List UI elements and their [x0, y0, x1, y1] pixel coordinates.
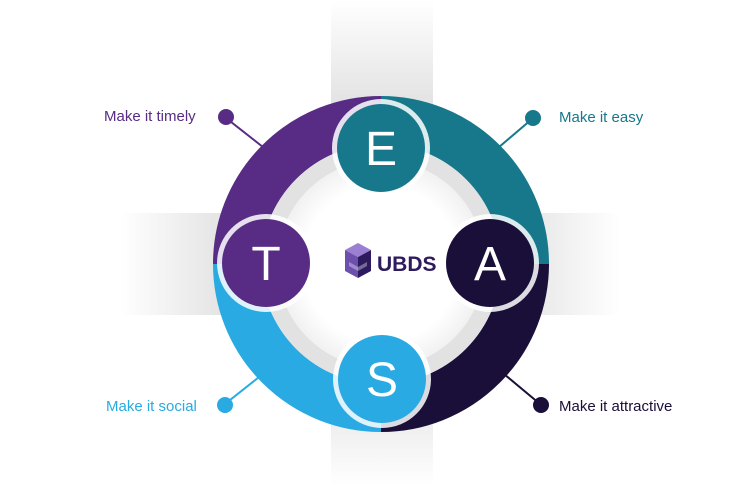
label-easy: Make it easy	[559, 109, 644, 126]
node-easy: E	[332, 99, 430, 197]
node-letter-easy: E	[365, 123, 397, 176]
label-attractive: Make it attractive	[559, 398, 672, 415]
node-letter-timely: T	[251, 238, 280, 291]
label-social: Make it social	[106, 398, 197, 415]
label-timely: Make it timely	[104, 108, 196, 125]
center-disc	[277, 160, 485, 368]
dot-social	[217, 397, 233, 413]
cube-icon	[345, 243, 371, 278]
connector-attractive	[485, 358, 541, 405]
dot-attractive	[533, 397, 549, 413]
node-timely: T	[217, 214, 315, 312]
node-social: S	[333, 330, 431, 428]
node-attractive: A	[441, 214, 539, 312]
node-letter-attractive: A	[474, 238, 506, 291]
dot-easy	[525, 110, 541, 126]
connector-timely	[225, 117, 283, 163]
ubds-logo: UBDS	[345, 243, 437, 278]
node-letter-social: S	[366, 354, 398, 407]
dot-timely	[218, 109, 234, 125]
connector-social	[224, 361, 279, 405]
connector-easy	[477, 118, 533, 166]
logo-text: UBDS	[377, 253, 437, 276]
